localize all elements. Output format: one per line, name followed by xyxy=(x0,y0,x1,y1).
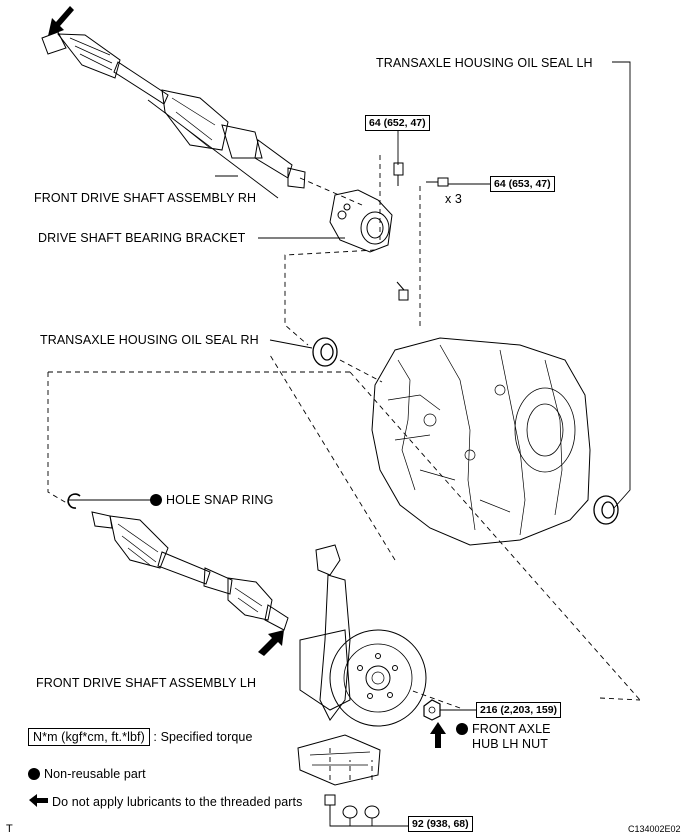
label-hub-nut: FRONT AXLE xyxy=(456,722,551,736)
oil-seal-rh xyxy=(312,337,338,367)
legend-non-reusable: Non-reusable part xyxy=(28,767,146,781)
leader-lines xyxy=(68,61,631,509)
arrow-icon-lh xyxy=(258,630,284,656)
arrow-icon-nut xyxy=(430,722,446,748)
label-oil-seal-lh: TRANSAXLE HOUSING OIL SEAL LH xyxy=(376,56,593,70)
label-drive-shaft-rh: FRONT DRIVE SHAFT ASSEMBLY RH xyxy=(34,191,257,205)
torque-bracket-side: 64 (653, 47) xyxy=(490,176,555,192)
bracket-bolts xyxy=(393,162,449,301)
non-reusable-icon xyxy=(28,768,40,780)
legend-torque-text: : Specified torque xyxy=(153,730,253,744)
label-hub-nut-line2: HUB LH NUT xyxy=(472,737,549,751)
legend-torque-unit: N*m (kgf*cm, ft.*lbf) xyxy=(28,728,150,746)
legend-no-lubricant: Do not apply lubricants to the threaded … xyxy=(52,795,303,809)
arrow-icon-rh xyxy=(48,6,74,36)
arrow-icon-legend xyxy=(29,794,48,807)
drive-shaft-rh xyxy=(41,31,306,189)
hole-snap-ring xyxy=(67,493,81,509)
non-reusable-icon xyxy=(456,723,468,735)
torque-lower-bolts: 92 (938, 68) xyxy=(408,816,473,832)
transaxle-housing xyxy=(371,337,591,546)
label-oil-seal-rh: TRANSAXLE HOUSING OIL SEAL RH xyxy=(40,333,259,347)
knuckle-and-brake xyxy=(299,544,427,727)
non-reusable-icon xyxy=(150,494,162,506)
hub-nut xyxy=(423,699,441,721)
label-hole-snap-ring: HOLE SNAP RING xyxy=(150,493,273,507)
bearing-bracket xyxy=(329,189,393,253)
arrow-icons xyxy=(29,6,446,807)
lower-bolts xyxy=(324,794,408,827)
label-drive-shaft-lh: FRONT DRIVE SHAFT ASSEMBLY LH xyxy=(36,676,257,690)
footer-left-mark: T xyxy=(6,823,13,835)
oil-seal-lh xyxy=(593,495,619,525)
lower-bracket xyxy=(297,734,381,786)
legend-torque: N*m (kgf*cm, ft.*lbf) : Specified torque xyxy=(28,728,253,746)
drive-shaft-lh xyxy=(91,511,289,631)
label-bearing-bracket: DRIVE SHAFT BEARING BRACKET xyxy=(38,231,246,245)
label-qty: x 3 xyxy=(445,192,462,206)
torque-bracket-top: 64 (652, 47) xyxy=(365,115,430,131)
assembly-dashes xyxy=(47,155,641,780)
torque-hub-nut: 216 (2,203, 159) xyxy=(476,702,562,718)
figure-code: C134002E02 xyxy=(628,824,681,834)
